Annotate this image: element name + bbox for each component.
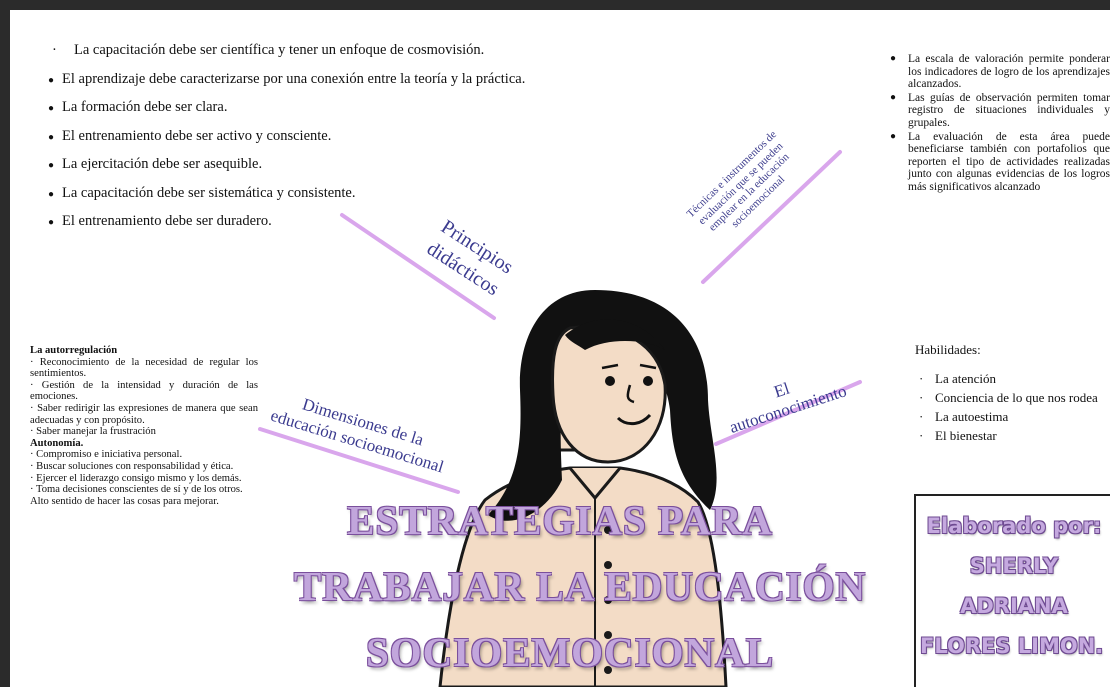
list-item: ●El entrenamiento debe ser duradero. [48,213,272,229]
habilidades-title: Habilidades: [915,342,981,357]
evaluacion-list: ●La escala de valoración permite pondera… [888,53,1110,195]
list-item: · Compromiso e iniciativa personal. [30,449,183,461]
principios-list: ·La capacitación debe ser científica y t… [48,40,525,240]
connector-principios [340,213,496,320]
list-item: · Ejercer el liderazgo consigo mismo y l… [30,472,242,484]
list-item: ●Las guías de observación permiten tomar… [890,91,1110,129]
credits-name-1: SHERLY [969,554,1059,578]
list-item: · Toma decisiones conscientes de sí y de… [30,484,243,496]
list-item: ●La capacitación debe ser sistemática y … [48,184,356,201]
list-item: ●El entrenamiento debe ser activo y cons… [48,127,332,144]
credits-heading: Elaborado por: [926,514,1102,538]
list-item: · Gestión de la intensidad y duración de… [30,379,258,403]
woman-illustration [438,290,728,687]
credits-name-2: ADRIANA [960,594,1068,618]
list-item: ●El aprendizaje debe caracterizarse por … [48,70,526,87]
connector-autoconocimiento [714,380,862,446]
list-item: ·La autoestima [919,409,1009,424]
connector-dimensiones [258,427,460,494]
mindmap-graphics [258,150,862,687]
list-item: · Saber redirigir las expresiones de man… [30,402,258,426]
list-item: ●La evaluación de esta área puede benefi… [890,130,1110,193]
list-item: ·La capacitación debe ser científica y t… [52,42,485,58]
list-item: ●La ejercitación debe ser asequible. [48,156,263,172]
list-item: · Buscar soluciones con responsabilidad … [30,460,234,472]
autonomia-heading: Autonomía. [30,437,84,449]
dimensiones-content: La autorregulación · Reconocimiento de l… [30,345,258,507]
document-page: ·La capacitación debe ser científica y t… [10,10,1110,687]
list-item: ·La atención [919,371,996,386]
list-item: ●La formación debe ser clara. [48,99,228,115]
main-title-line-1: ESTRATEGIAS PARA [347,497,773,543]
connector-tecnicas [701,150,842,284]
habilidades-block: Habilidades: ·La atención ·Conciencia de… [915,340,1110,445]
autorregulacion-heading: La autorregulación [30,345,118,356]
list-item: · Saber manejar la frustración [30,426,156,438]
list-item: ●La escala de valoración permite pondera… [890,53,1110,91]
list-item: Alto sentido de hacer las cosas para mej… [30,495,219,507]
main-title-line-2: TRABAJAR LA EDUCACIÓN [293,563,867,609]
list-item: ·Conciencia de lo que nos rodea [919,390,1098,405]
list-item: · Reconocimiento de la necesidad de regu… [30,356,258,380]
credits-name-3: FLORES LIMON. [920,634,1104,658]
list-item: ·El bienestar [919,428,997,443]
main-title-line-3: SOCIOEMOCIONAL [365,629,775,675]
credits-box: Elaborado por: SHERLY ADRIANA FLORES LIM… [914,494,1110,687]
